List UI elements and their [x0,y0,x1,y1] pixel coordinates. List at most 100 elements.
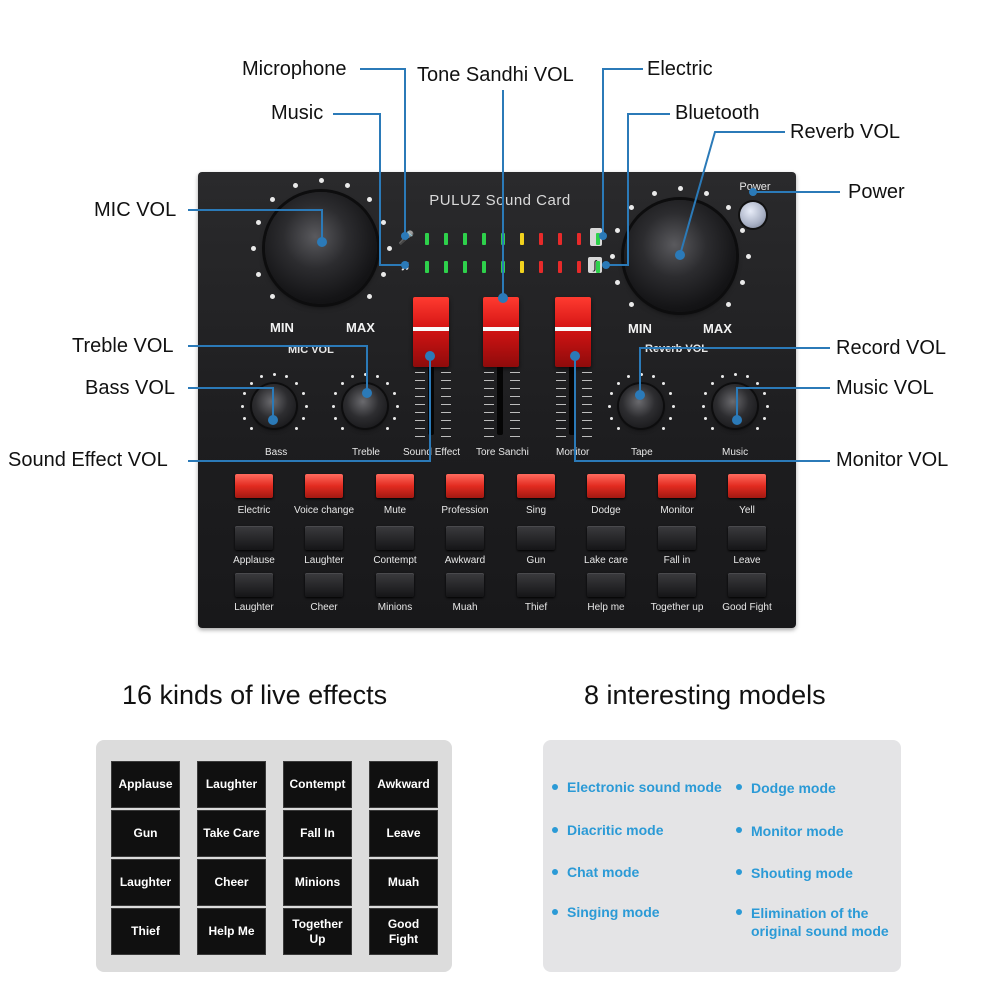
mode-button[interactable] [728,474,766,498]
knob-scale-dot [366,197,372,203]
effect-button[interactable] [235,526,273,550]
knob-scale-dot [318,177,324,183]
fader-tick [582,372,592,373]
effect-button[interactable] [446,573,484,597]
knob-scale-dot [710,381,714,385]
effect-button[interactable] [517,526,555,550]
fader-tick [556,420,566,421]
fader-tick [484,420,494,421]
knob-scale-dot [701,404,705,408]
knob-scale-dot [703,416,707,420]
fader-tick [415,404,425,405]
level-led [577,233,581,245]
effect-button[interactable] [587,573,625,597]
callout-microphone: Microphone [242,58,347,80]
effect-button-label: Help me [587,602,625,613]
reverb-max-label: MAX [703,321,732,336]
effect-key: Laughter [198,762,265,807]
effect-button[interactable] [235,573,273,597]
fader-tick [556,404,566,405]
effect-button[interactable] [587,526,625,550]
mode-button-label: Monitor [660,505,694,516]
tone-sandhi-fader[interactable] [483,297,519,367]
knob-scale-dot [292,182,298,188]
fader-tick [582,420,592,421]
fader-tick [510,372,520,373]
power-button[interactable] [740,202,766,228]
knob-scale-dot [284,374,288,378]
fader-tick [441,436,451,437]
effect-button[interactable] [658,526,696,550]
knob-scale-dot [616,381,620,385]
knob-scale-dot [725,301,731,307]
level-led [577,261,581,273]
sound-effect-vol-dot [425,351,435,361]
level-led [539,233,543,245]
knob-scale-dot [249,427,253,431]
mode-button[interactable] [446,474,484,498]
mic-max-label: MAX [346,320,375,335]
knob-scale-dot [609,392,613,396]
effect-button[interactable] [446,526,484,550]
effect-button-label: Gun [526,555,546,566]
effect-button-label: Thief [524,602,548,613]
knob-scale-dot [260,374,264,378]
effect-key: Fall In [284,811,351,856]
effect-key: Muah [370,860,437,905]
knob-scale-dot [607,404,611,408]
effect-button[interactable] [305,573,343,597]
reverb-min-label: MIN [628,321,652,336]
mode-button[interactable] [235,474,273,498]
mode-button[interactable] [305,474,343,498]
knob-scale-dot [333,416,337,420]
effect-button[interactable] [517,573,555,597]
fader-tick [415,380,425,381]
effect-button-label: Leave [733,555,761,566]
fader-tick [582,428,592,429]
mode-item: Monitor mode [751,823,844,839]
knob-scale-dot [651,190,657,196]
power-label: Power [739,181,771,193]
mode-item: Shouting mode [751,865,853,881]
fader-tick [510,380,520,381]
effect-key: Help Me [198,909,265,954]
callout-record-vol: Record VOL [836,337,947,359]
effect-button-label: Awkward [444,555,486,566]
callout-mic-vol: MIC VOL [94,199,177,221]
knob-scale-dot [745,374,749,378]
treble-vol-dot [362,388,372,398]
models-heading: 8 interesting models [584,680,826,710]
knob-scale-dot [627,374,631,378]
level-led [596,261,600,273]
callout-treble-vol: Treble VOL [72,335,174,357]
knob-scale-dot [366,293,372,299]
effect-button-label: Muah [452,602,478,613]
effect-key: Leave [370,811,437,856]
effect-button[interactable] [728,573,766,597]
mode-bullet [736,909,742,915]
fader-tick [484,428,494,429]
fader-tick [441,388,451,389]
effects-heading: 16 kinds of live effects [122,680,388,710]
effect-button-label: Good Fight [722,602,772,613]
effect-button[interactable] [376,526,414,550]
effect-key: Minions [284,860,351,905]
effect-button[interactable] [305,526,343,550]
fader-tick [556,412,566,413]
knob-scale-dot [756,381,760,385]
knob-scale-dot [272,372,276,376]
effect-key: Good Fight [370,909,437,954]
mic-vol-line [188,209,323,242]
effect-button[interactable] [376,573,414,597]
bluetooth-dot [602,261,610,269]
effect-button[interactable] [658,573,696,597]
callout-music-vol: Music VOL [836,377,934,399]
mode-button[interactable] [376,474,414,498]
fader-tick [582,388,592,389]
mode-button[interactable] [587,474,625,498]
mode-button[interactable] [517,474,555,498]
knob-scale-dot [351,374,355,378]
mode-button[interactable] [658,474,696,498]
music-line [333,113,405,266]
effect-button[interactable] [728,526,766,550]
